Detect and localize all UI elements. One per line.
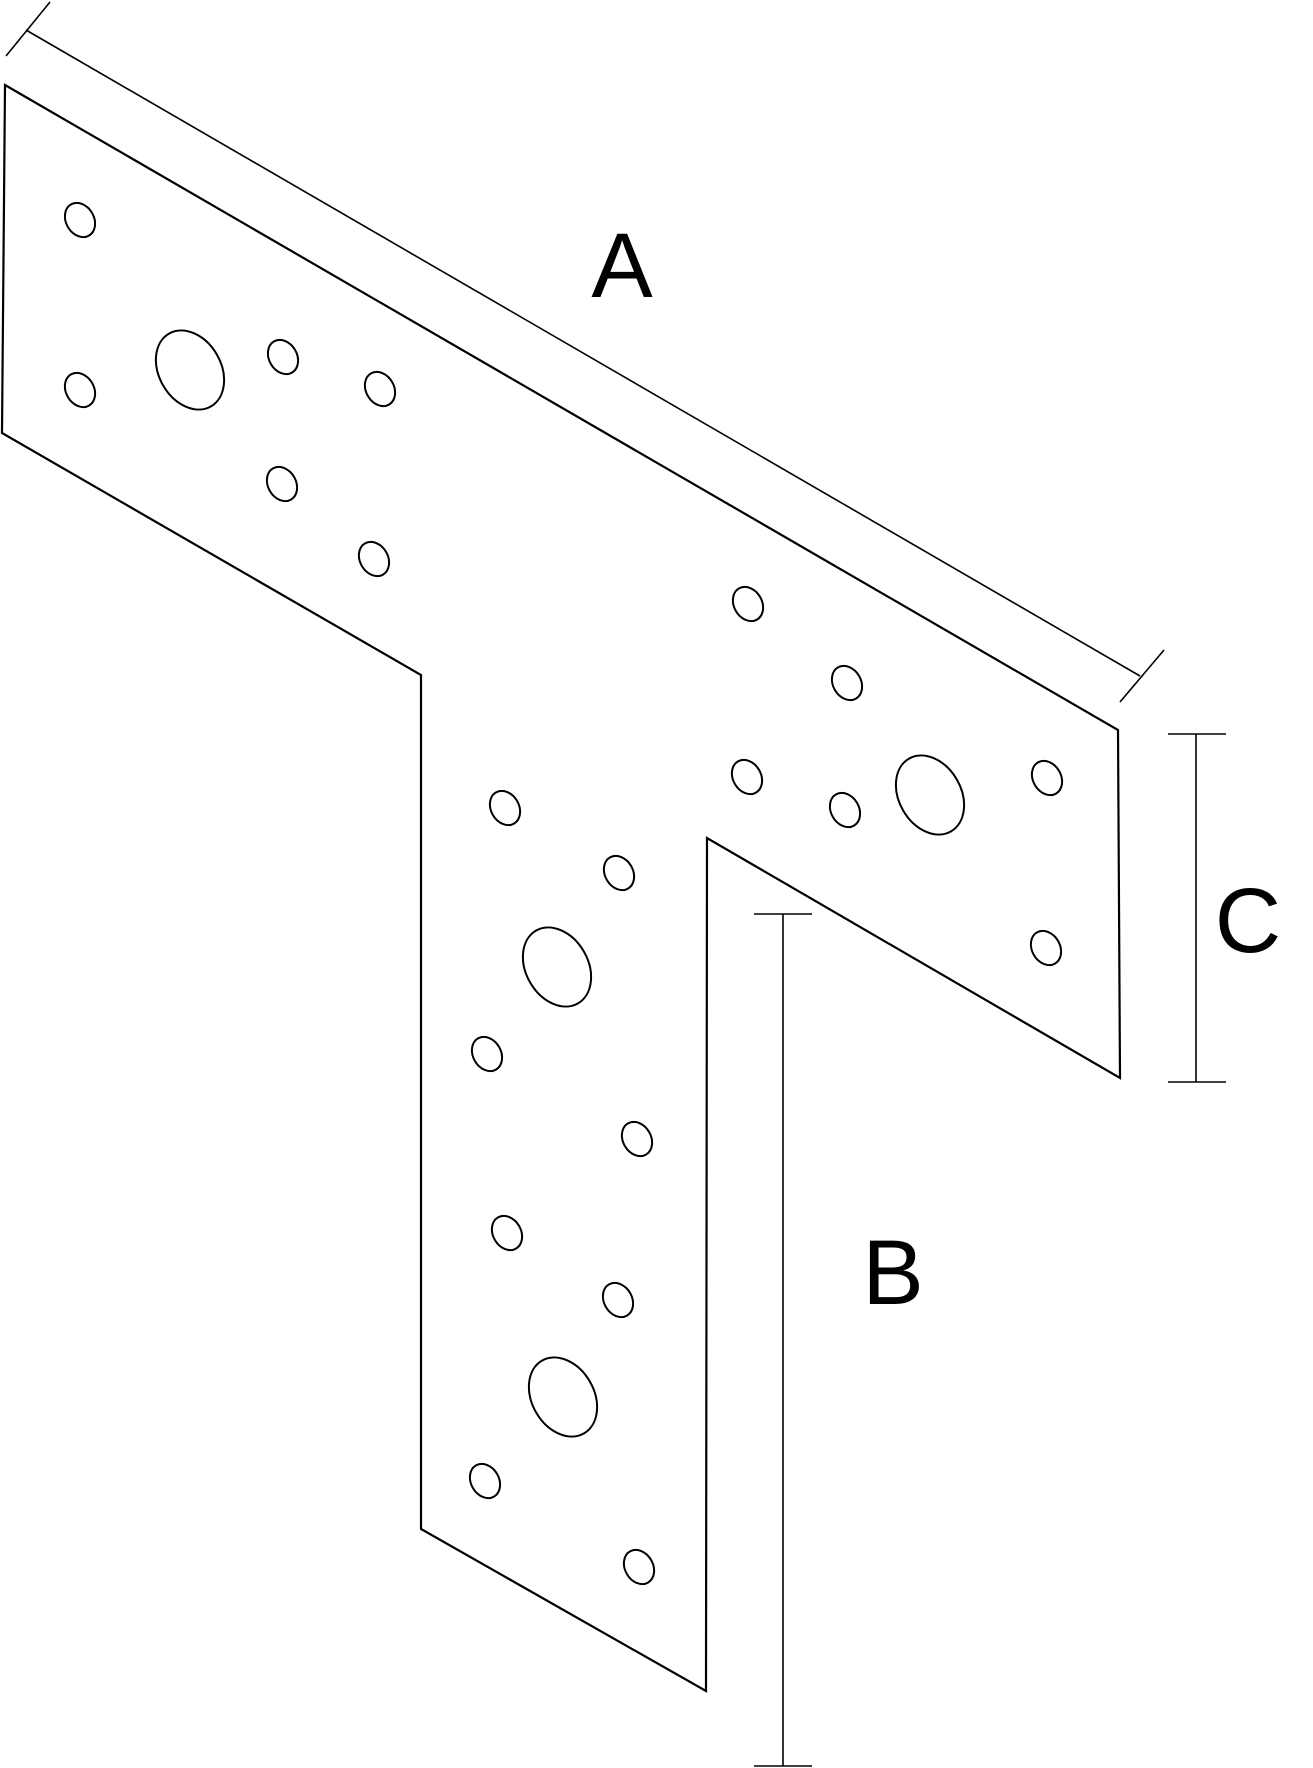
dimension-c-label: C [1215, 870, 1281, 972]
nail-hole [490, 1214, 524, 1252]
dimension-b: B [754, 913, 924, 1767]
dimension-a-tick-end [1119, 649, 1165, 703]
nail-hole [63, 201, 97, 239]
nail-hole [828, 791, 862, 829]
nail-hole [266, 338, 300, 376]
nail-hole [363, 370, 397, 408]
nail-hole [357, 540, 391, 578]
bolt-hole [894, 754, 966, 836]
dimension-a-line [25, 29, 1141, 677]
bolt-hole [527, 1356, 599, 1438]
dimension-a-label: A [591, 215, 653, 317]
nail-hole [830, 664, 864, 702]
nail-hole [731, 585, 765, 623]
nail-hole [1030, 759, 1064, 797]
dimension-b-label: B [862, 1222, 923, 1324]
nail-hole [620, 1120, 654, 1158]
dimension-c: C [1168, 733, 1281, 1083]
nail-hole [265, 465, 299, 503]
fastener-holes [63, 201, 1064, 1586]
nail-hole [602, 854, 636, 892]
bolt-hole [521, 926, 593, 1008]
nail-hole [601, 1281, 635, 1319]
bolt-hole [154, 329, 226, 411]
nail-hole [1029, 929, 1063, 967]
dimension-a-tick-start [5, 1, 51, 57]
dimension-a: A [5, 1, 1165, 703]
bracket-plate-outline [0, 83, 1122, 1693]
nail-hole [622, 1548, 656, 1586]
nail-hole [468, 1462, 502, 1500]
nail-hole [730, 758, 764, 796]
nail-hole [488, 789, 522, 827]
nail-hole [470, 1035, 504, 1073]
nail-hole [63, 371, 97, 409]
